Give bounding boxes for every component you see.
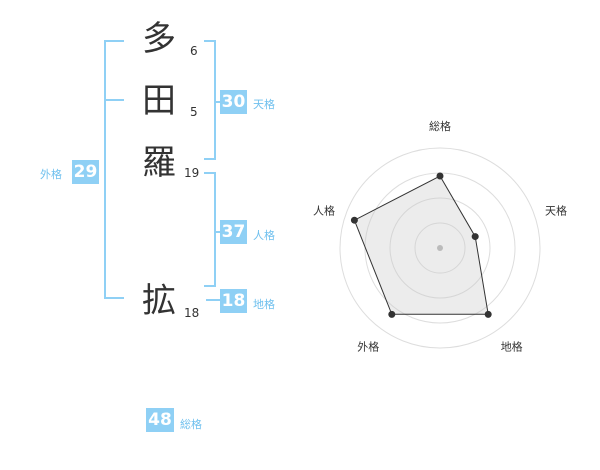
tenkaku-label: 天格 (253, 98, 275, 111)
radar-ring (414, 222, 466, 274)
radar-point-2 (471, 233, 479, 241)
radar-point-4 (388, 310, 396, 318)
tenkaku-connector (214, 101, 222, 103)
jinkaku-bracket-vertical (214, 172, 216, 287)
outer-bracket-bottom (104, 297, 124, 299)
name-char-1: 多 (142, 19, 176, 59)
soukaku-badge: 48 (146, 408, 174, 432)
jinkaku-bracket-bottom (204, 285, 216, 287)
stroke-count-4: 18 (184, 306, 200, 320)
jinkaku-bracket-top (204, 172, 216, 174)
radar-axis-label-4: 外格 (357, 340, 379, 354)
radar-polygon (353, 175, 489, 315)
radar-point-1 (436, 172, 444, 180)
jinkaku-badge: 37 (220, 220, 247, 244)
radar-axis-label-1: 総格 (429, 119, 451, 133)
chikaku-connector (206, 299, 222, 301)
stroke-count-3: 19 (184, 166, 200, 180)
tenkaku-bracket-vertical (214, 40, 216, 160)
radar-axis-label-3: 地格 (501, 340, 523, 354)
outer-bracket-top (104, 40, 124, 42)
radar-axis-label-5: 人格 (313, 203, 335, 217)
outer-bracket-mid (104, 99, 124, 101)
radar-center (437, 245, 443, 251)
jinkaku-connector (214, 231, 222, 233)
name-char-2: 田 (142, 81, 176, 121)
name-char-4: 拡 (142, 281, 176, 321)
gaikaku-label: 外格 (40, 168, 62, 181)
outer-bracket-vertical (104, 40, 106, 299)
name-char-3: 羅 (142, 143, 176, 183)
tenkaku-badge: 30 (220, 90, 247, 114)
chikaku-badge: 18 (220, 289, 247, 313)
tenkaku-bracket-top (204, 40, 216, 42)
soukaku-label: 総格 (180, 418, 202, 431)
jinkaku-label: 人格 (253, 229, 275, 242)
radar-axis-label-2: 天格 (545, 203, 567, 217)
radar-point-3 (484, 310, 492, 318)
chikaku-label: 地格 (253, 298, 275, 311)
gaikaku-badge: 29 (72, 160, 99, 184)
tenkaku-bracket-bottom (204, 158, 216, 160)
radar-ring (389, 197, 491, 299)
radar-ring (339, 147, 541, 349)
radar-point-5 (350, 216, 358, 224)
stroke-count-1: 6 (190, 44, 198, 58)
stroke-count-2: 5 (190, 105, 198, 119)
